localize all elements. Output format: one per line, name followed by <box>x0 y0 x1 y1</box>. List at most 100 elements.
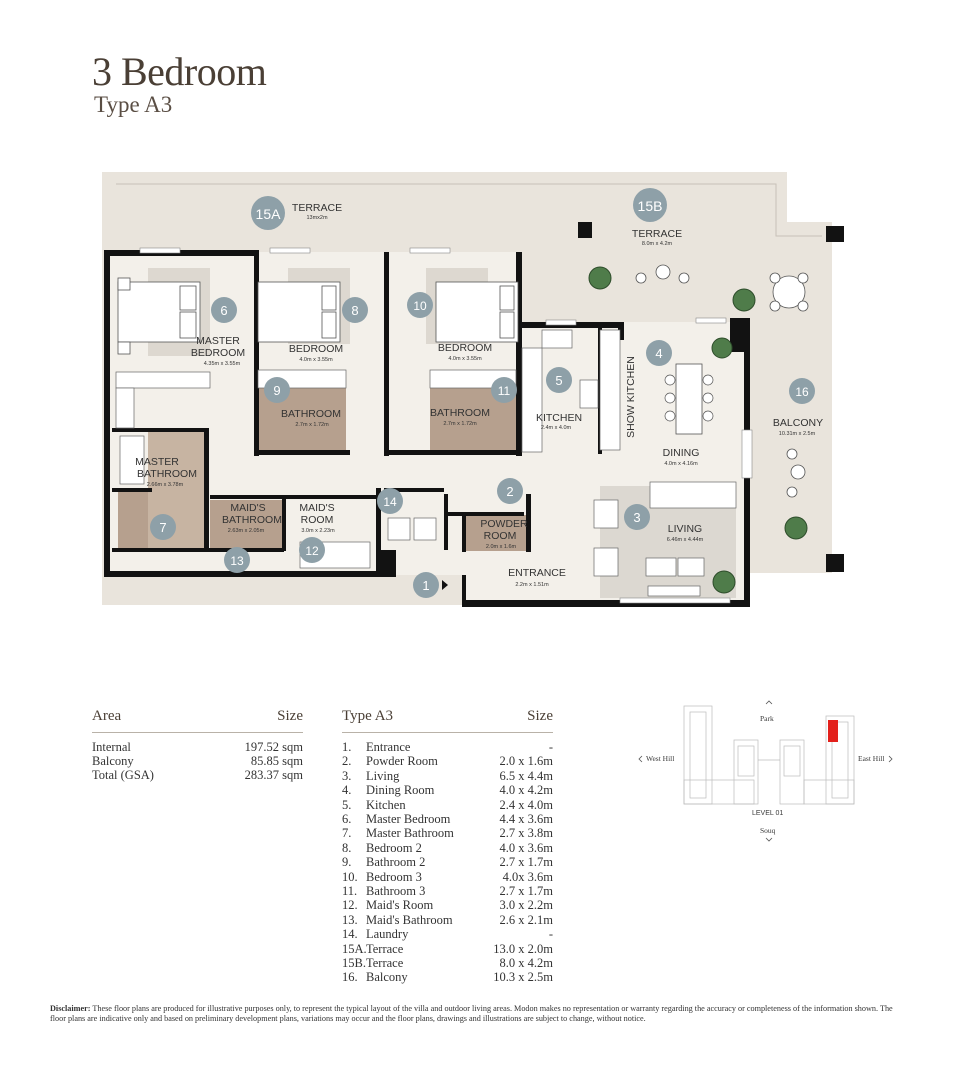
badge-11: 11 <box>498 384 511 398</box>
room-size-num: 8. <box>342 840 352 855</box>
dining-table <box>675 363 703 435</box>
room-size-value: 4.0x 3.6m <box>502 869 553 884</box>
label-master-bathroom-1: MASTER <box>135 456 179 468</box>
room-size-num: 13. <box>342 912 358 927</box>
label-terrace-b-size: 8.0m x 4.2m <box>642 241 673 247</box>
room-size-num: 4. <box>342 783 352 798</box>
label-maids-room-2: ROOM <box>301 514 334 526</box>
label-bathroom2-size: 2.7m x 1.72m <box>295 422 329 428</box>
label-bedroom2: BEDROOM <box>289 343 343 355</box>
badge-2: 2 <box>506 484 513 499</box>
wardrobes <box>115 329 737 597</box>
label-powder-room-size: 2.0m x 1.6m <box>486 544 517 550</box>
room-size-value: 2.0 x 1.6m <box>499 754 553 769</box>
label-bathroom2: BATHROOM <box>281 408 341 420</box>
room-size-num: 12. <box>342 898 358 913</box>
room-size-value: 2.6 x 2.1m <box>499 912 553 927</box>
label-maids-room-size: 3.0m x 2.23m <box>301 528 335 534</box>
room-badges: 1 2 3 4 5 6 7 8 9 10 11 12 13 14 15A 15B… <box>150 188 815 598</box>
label-balcony: BALCONY <box>773 417 823 429</box>
room-labels: TERRACE 13mx2m TERRACE 8.0m x 4.2m MASTE… <box>135 202 823 588</box>
badge-14: 14 <box>383 495 397 509</box>
key-plan-level: LEVEL 01 <box>752 810 784 817</box>
label-maids-room-1: MAID'S <box>299 502 334 514</box>
room-size-label: Bedroom 3 <box>366 869 422 884</box>
room-size-value: 4.4 x 3.6m <box>499 812 553 826</box>
label-bathroom3-size: 2.7m x 1.72m <box>443 421 477 427</box>
badge-4: 4 <box>655 346 662 361</box>
master-bath-floor-a <box>118 492 148 550</box>
badge-8: 8 <box>351 303 358 318</box>
windows <box>139 247 753 604</box>
room-size-num: 15B. <box>342 956 366 970</box>
room-size-label: Kitchen <box>366 797 406 812</box>
type-header-label: Type A3 <box>342 708 394 724</box>
badge-13: 13 <box>230 554 244 568</box>
room-size-label: Master Bathroom <box>366 826 454 841</box>
area-header-value: Size <box>277 708 303 724</box>
room-size-value: 2.4 x 4.0m <box>499 797 553 812</box>
label-kitchen: KITCHEN <box>536 412 582 424</box>
room-size-num: 7. <box>342 826 352 841</box>
badge-5: 5 <box>555 373 562 388</box>
room-size-label: Terrace <box>366 941 404 956</box>
label-entrance-size: 2.2m x 1.51m <box>515 582 549 588</box>
room-size-label: Dining Room <box>366 783 435 798</box>
room-size-label: Living <box>366 768 400 783</box>
room-size-value: 10.3 x 2.5m <box>493 970 553 985</box>
key-plan-park: Park <box>760 714 774 723</box>
room-size-num: 1. <box>342 740 352 754</box>
room-size-row: 7. Master Bathroom 2.7 x 3.8m <box>342 826 553 840</box>
key-plan-east: East Hill <box>858 754 885 763</box>
floor-plan: 1 2 3 4 5 6 7 8 9 10 11 12 13 14 15A 15B… <box>102 172 844 607</box>
label-dining: DINING <box>663 447 700 459</box>
room-size-value: - <box>548 927 553 942</box>
label-bedroom2-size: 4.0m x 3.55m <box>299 357 333 363</box>
label-balcony-size: 10.31m x 2.5m <box>779 431 816 437</box>
room-size-value: 8.0 x 4.2m <box>499 956 553 970</box>
label-master-bedroom-1: MASTER <box>196 335 240 347</box>
label-kitchen-size: 2.4m x 4.0m <box>541 425 572 431</box>
label-bedroom3: BEDROOM <box>438 342 492 354</box>
label-maids-bathroom-2: BATHROOM <box>222 514 282 526</box>
plants <box>588 266 808 594</box>
label-maids-bathroom-size: 2.63m x 2.05m <box>228 528 265 534</box>
room-size-value: - <box>548 740 553 754</box>
badge-15a: 15A <box>256 206 282 222</box>
room-size-value: 6.5 x 4.4m <box>499 768 553 783</box>
beds <box>117 277 519 355</box>
label-master-bathroom-2: BATHROOM <box>137 468 197 480</box>
badge-12: 12 <box>305 544 319 558</box>
room-size-num: 3. <box>342 768 352 783</box>
label-dining-size: 4.0m x 4.16m <box>664 461 698 467</box>
label-show-kitchen: SHOW KITCHEN <box>625 356 637 438</box>
room-size-value: 3.0 x 2.2m <box>499 898 553 913</box>
room-size-num: 14. <box>342 927 358 942</box>
room-size-value: 2.7 x 1.7m <box>499 884 553 898</box>
badge-6: 6 <box>220 303 227 318</box>
room-size-label: Terrace <box>366 956 404 970</box>
type-header-value: Size <box>527 708 553 724</box>
label-terrace-a-size: 13mx2m <box>306 215 328 221</box>
label-bathroom3: BATHROOM <box>430 407 490 419</box>
room-size-num: 9. <box>342 855 352 870</box>
room-size-num: 2. <box>342 754 352 769</box>
key-plan-map <box>638 700 893 842</box>
badge-9: 9 <box>273 383 280 398</box>
room-size-label: Entrance <box>366 740 411 754</box>
maids-bath-floor <box>210 500 282 550</box>
room-size-num: 15A. <box>342 941 367 956</box>
room-size-value: 2.7 x 3.8m <box>499 826 553 841</box>
label-terrace-a: TERRACE <box>292 202 342 214</box>
room-size-row: 15B.Terrace 8.0 x 4.2m <box>342 956 553 970</box>
label-entrance: ENTRANCE <box>508 567 566 579</box>
area-row: Total (GSA)283.37 sqm <box>92 768 303 782</box>
room-size-label: Bathroom 3 <box>366 884 426 898</box>
